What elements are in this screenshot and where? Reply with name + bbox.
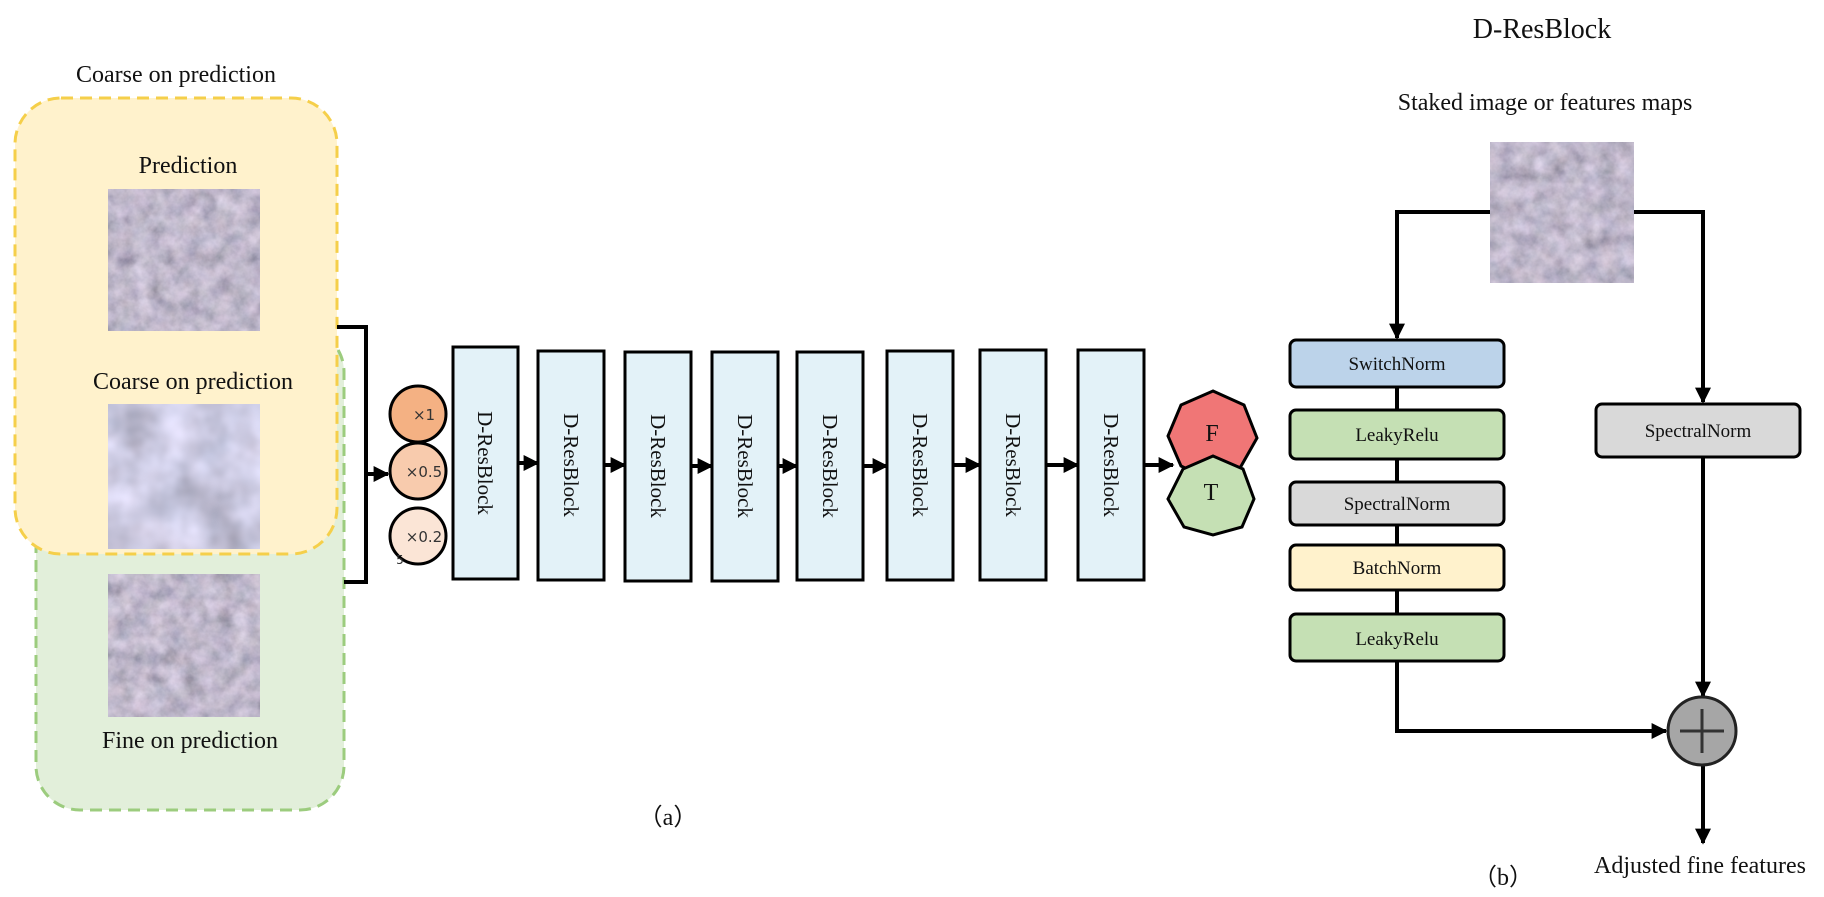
scale-overflow-digit: 5	[396, 553, 404, 567]
resblock-4	[710, 350, 780, 583]
resblock-1-label: D-ResBlock	[473, 411, 497, 515]
stacked-input-label: Staked image or features maps	[1398, 90, 1693, 116]
resblock-5-label: D-ResBlock	[818, 414, 842, 518]
resblock-chain: D-ResBlock D-ResBlock D-ResBlock D-ResBl…	[451, 345, 1175, 583]
leakyrelu-block-1	[1288, 408, 1506, 461]
resblock-2-label: D-ResBlock	[559, 413, 583, 517]
panel-a-caption: （a）	[639, 805, 698, 831]
false-node-label: F	[1205, 421, 1218, 447]
coarse-image	[108, 404, 260, 549]
spectralnorm-label-skip: SpectralNorm	[1645, 421, 1752, 442]
resblock-7	[978, 348, 1048, 582]
prediction-image	[108, 189, 260, 331]
resblock-3-label: D-ResBlock	[646, 414, 670, 518]
input-bracket	[337, 325, 390, 584]
batchnorm-label: BatchNorm	[1353, 558, 1442, 579]
output-label: Adjusted fine features	[1594, 853, 1806, 879]
fine-image	[108, 574, 260, 717]
resblock-8	[1076, 348, 1146, 582]
resblock-5	[795, 350, 865, 582]
leakyrelu-block-2	[1288, 612, 1506, 663]
input-panel-header: Coarse on prediction	[76, 62, 276, 88]
panel-b: D-ResBlock Staked image or features maps…	[1288, 14, 1806, 891]
resblock-4-label: D-ResBlock	[733, 414, 757, 518]
resblock-7-label: D-ResBlock	[1001, 413, 1025, 517]
discriminator-outputs: F T	[1166, 389, 1259, 537]
spectralnorm-block-skip	[1594, 402, 1802, 459]
spectralnorm-label-main: SpectralNorm	[1344, 494, 1451, 515]
batchnorm-block	[1288, 543, 1506, 592]
panel-a: Coarse on prediction Prediction Coarse o…	[13, 62, 1259, 831]
coarse-label: Coarse on prediction	[93, 369, 293, 395]
scale-circles: ×1 ×0.5 ×0.2 5	[388, 384, 448, 567]
scale-label-05: ×0.5	[406, 463, 442, 481]
resblock-connectors	[1389, 210, 1711, 845]
resblock-6-label: D-ResBlock	[908, 413, 932, 517]
add-icon	[1666, 695, 1738, 767]
scale-label-02: ×0.2	[406, 528, 442, 546]
leakyrelu-label-1: LeakyRelu	[1355, 425, 1439, 446]
leakyrelu-label-2: LeakyRelu	[1355, 629, 1439, 650]
fine-label: Fine on prediction	[102, 728, 278, 754]
true-node	[1166, 454, 1256, 537]
panel-b-caption: （b）	[1473, 865, 1533, 891]
switchnorm-block	[1288, 338, 1506, 389]
resblock-8-label: D-ResBlock	[1099, 413, 1123, 517]
scale-label-1: ×1	[413, 406, 435, 424]
scale-circle-02	[388, 506, 448, 566]
prediction-label: Prediction	[139, 153, 238, 179]
switchnorm-label: SwitchNorm	[1348, 354, 1445, 375]
scale-circle-05	[388, 441, 448, 501]
resblock-6	[885, 349, 955, 582]
true-node-label: T	[1204, 480, 1219, 506]
spectralnorm-block-main	[1288, 480, 1506, 527]
resblock-2	[536, 349, 606, 582]
panel-b-title: D-ResBlock	[1473, 14, 1611, 45]
resblock-1	[451, 345, 520, 581]
stacked-input-image	[1490, 142, 1634, 283]
